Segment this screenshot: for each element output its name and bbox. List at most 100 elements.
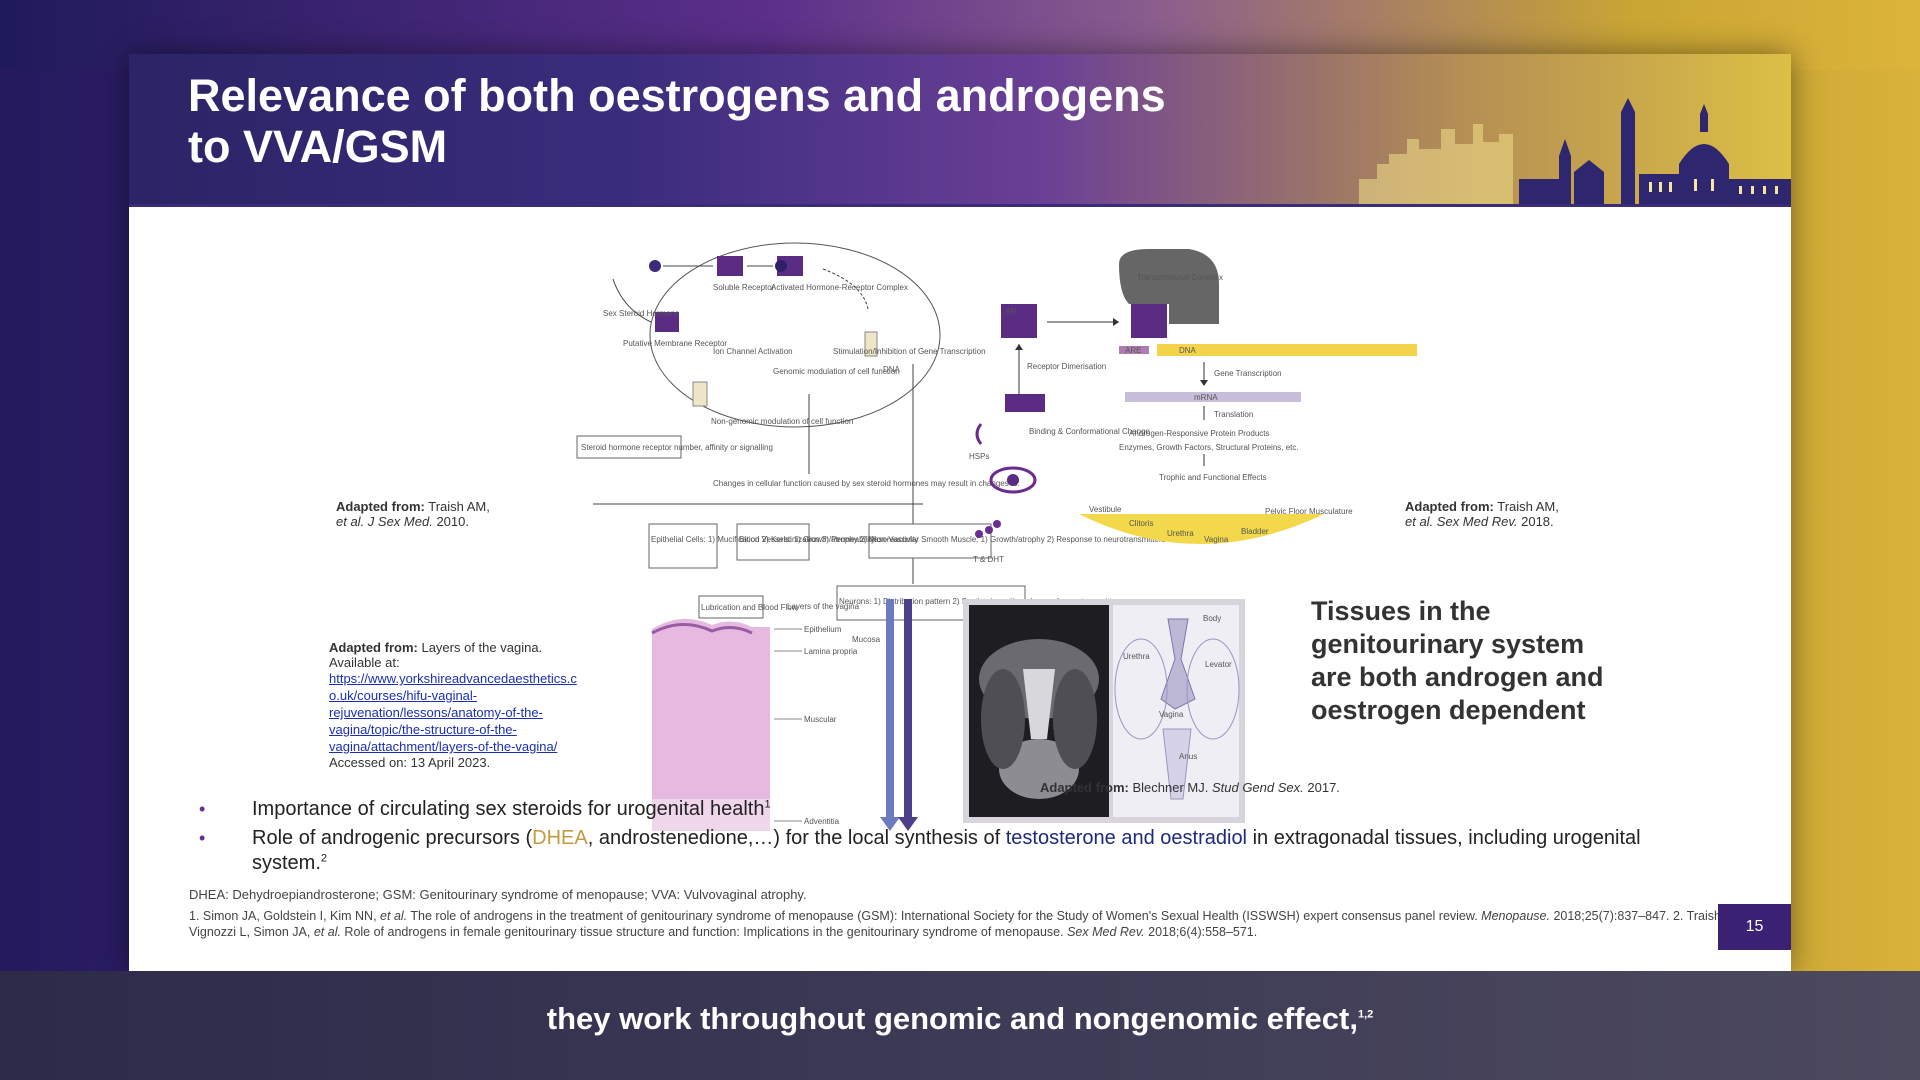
label-nongenomic: Non-genomic modulation of cell function bbox=[711, 417, 853, 426]
fig3-label-adventitia: Adventitia bbox=[804, 817, 840, 826]
slide-title-line1: Relevance of both oestrogens and androge… bbox=[188, 70, 1166, 121]
fig1-caption-line1: Traish AM, bbox=[428, 499, 490, 514]
fig1-caption-italic: et al. J Sex Med. bbox=[336, 514, 433, 529]
label-epithelial: Epithelial Cells: 1) Mucification 2) Ker… bbox=[651, 535, 875, 544]
fig3-link-line[interactable]: vagina/attachment/layers-of-the-vagina/ bbox=[329, 739, 558, 754]
label-clitoris: Clitoris bbox=[1129, 519, 1153, 528]
city-skyline-icon bbox=[1359, 98, 1791, 204]
page-number-badge: 15 bbox=[1718, 904, 1791, 950]
bullet2-pre: Role of androgenic precursors ( bbox=[252, 827, 533, 849]
ref1-journal: Menopause. bbox=[1481, 909, 1550, 923]
label-urethra: Urethra bbox=[1167, 529, 1194, 538]
bullet-item: • Importance of circulating sex steroids… bbox=[199, 797, 1649, 822]
ref1-post: 2018;25(7):837–847. 2. Traish AM, Vignoz… bbox=[189, 909, 1746, 939]
label-activated-complex: Activated Hormone-Receptor Complex bbox=[771, 283, 908, 292]
label-dna: DNA bbox=[883, 365, 901, 374]
label-are: ARE bbox=[1125, 346, 1141, 355]
bullet2-highlight: testosterone and oestradiol bbox=[1005, 827, 1248, 849]
figure4-caption: Adapted from: Blechner MJ. Stud Gend Sex… bbox=[1040, 780, 1440, 795]
label-binding: Binding & Conformational Change bbox=[1029, 427, 1151, 436]
label-smooth-muscle: Non-Vascular Smooth Muscle: 1) Growth/at… bbox=[871, 535, 1166, 544]
slide-header: Relevance of both oestrogens and androge… bbox=[129, 54, 1791, 207]
fig3-link-line[interactable]: vagina/topic/the-structure-of-the- bbox=[329, 722, 517, 737]
label-soluble-receptor: Soluble Receptor bbox=[713, 283, 775, 292]
subtitle-text: they work throughout genomic and nongeno… bbox=[546, 1001, 1358, 1036]
label-protein-products: Androgen-Responsive Protein Products bbox=[1129, 429, 1270, 438]
bullet2-mid: , androstenedione,…) for the local synth… bbox=[587, 827, 1006, 849]
label-gene-transcription: Gene Transcription bbox=[1214, 369, 1282, 378]
fig3-link-line[interactable]: https://www.yorkshireadvancedaesthetics.… bbox=[329, 671, 577, 686]
label-receptor-dimer: Receptor Dimerisation bbox=[1027, 362, 1106, 371]
label-vagina: Vagina bbox=[1204, 535, 1229, 544]
fig2-caption-line1: Traish AM, bbox=[1497, 499, 1559, 514]
figure3-caption: Adapted from: Layers of the vagina. Avai… bbox=[329, 640, 629, 770]
fig3-source-link[interactable]: https://www.yorkshireadvancedaesthetics.… bbox=[329, 670, 629, 755]
label-stimulation: Stimulation/Inhibition of Gene Transcrip… bbox=[833, 347, 986, 356]
ref2-post: 2018;6(4):558–571. bbox=[1144, 925, 1258, 939]
bullet2-dhea: DHEA bbox=[532, 827, 588, 849]
ref2-etal: et al. bbox=[313, 925, 341, 939]
fig3-title: Layers of the vagina bbox=[787, 602, 860, 611]
fig2-caption-bold: Adapted from: bbox=[1405, 499, 1494, 514]
bullet1-text: Importance of circulating sex steroids f… bbox=[252, 798, 765, 820]
presentation-slide: Relevance of both oestrogens and androge… bbox=[129, 54, 1791, 971]
fig1-caption-year: 2010. bbox=[436, 514, 469, 529]
fig3-link-line[interactable]: o.uk/courses/hifu-vaginal- bbox=[329, 688, 478, 703]
fig4-caption-author: Blechner MJ. bbox=[1132, 780, 1209, 795]
fig3-label-epithelium: Epithelium bbox=[804, 625, 842, 634]
label-lubrication: Lubrication and Blood Flow bbox=[701, 603, 798, 612]
label-mrna: mRNA bbox=[1194, 393, 1218, 402]
label-vestibule: Vestibule bbox=[1089, 505, 1122, 514]
bullet2-sup: 2 bbox=[320, 852, 328, 865]
fig4-label-body: Body bbox=[1203, 614, 1221, 623]
video-subtitle: they work throughout genomic and nongeno… bbox=[0, 1001, 1920, 1037]
fig2-caption-year: 2018. bbox=[1521, 514, 1554, 529]
figure1-caption: Adapted from: Traish AM, et al. J Sex Me… bbox=[336, 499, 536, 529]
fig3-label-muscular: Muscular bbox=[804, 715, 837, 724]
figure-androgen-receptor-pathway: Transcriptional Complex AR ARE DNA Recep… bbox=[969, 249, 1417, 564]
figure2-caption: Adapted from: Traish AM, et al. Sex Med … bbox=[1405, 499, 1605, 529]
tissues-statement: Tissues in the genitourinary system are … bbox=[1311, 596, 1604, 725]
ref1-pre: 1. Simon JA, Goldstein I, Kim NN, bbox=[189, 909, 381, 923]
fig3-caption-available: Available at: bbox=[329, 655, 400, 670]
label-putative-receptor: Putative Membrane Receptor bbox=[623, 339, 727, 348]
label-blood-vessels: Blood Vessels: 1) Growth/atrophy 2) Vaso… bbox=[739, 535, 919, 544]
figure-mri-anatomy: Body Urethra Levator Vagina Anus bbox=[963, 599, 1245, 823]
ref1-mid: The role of androgens in the treatment o… bbox=[407, 909, 1482, 923]
slide-title-line2: to VVA/GSM bbox=[188, 121, 448, 172]
references: 1. Simon JA, Goldstein I, Kim NN, et al.… bbox=[189, 908, 1751, 940]
label-sex-steroid: Sex Steroid Hormone bbox=[603, 309, 680, 318]
subtitle-sup: 1,2 bbox=[1357, 1008, 1374, 1021]
abbreviations: DHEA: Dehydroepiandrosterone; GSM: Genit… bbox=[189, 887, 807, 902]
fig3-link-line[interactable]: rejuvenation/lessons/anatomy-of-the- bbox=[329, 705, 543, 720]
bullet-dot: • bbox=[199, 828, 206, 848]
label-bladder: Bladder bbox=[1241, 527, 1269, 536]
label-protein-examples: Enzymes, Growth Factors, Structural Prot… bbox=[1119, 443, 1299, 452]
fig3-label-lamina: Lamina propria bbox=[804, 647, 858, 656]
fig4-caption-journal: Stud Gend Sex. bbox=[1211, 780, 1304, 795]
label-pelvic-floor: Pelvic Floor Musculature bbox=[1265, 507, 1353, 516]
label-ion-channel: Ion Channel Activation bbox=[713, 347, 793, 356]
fig2-caption-italic: et al. Sex Med Rev. bbox=[1405, 514, 1518, 529]
fig4-caption-year: 2017. bbox=[1307, 780, 1340, 795]
label-translation: Translation bbox=[1214, 410, 1253, 419]
label-ar-dimer: AR bbox=[1005, 307, 1016, 316]
label-hsps: HSPs bbox=[969, 452, 989, 461]
fig4-caption-bold: Adapted from: bbox=[1040, 780, 1129, 795]
bullet-list: • Importance of circulating sex steroids… bbox=[199, 797, 1649, 880]
fig3-label-mucosa: Mucosa bbox=[852, 635, 881, 644]
label-transcription-complex: Transcriptional Complex bbox=[1137, 273, 1223, 282]
label-changes: Changes in cellular function caused by s… bbox=[713, 479, 1020, 488]
ref2-mid: Role of androgens in female genitourinar… bbox=[340, 925, 1068, 939]
fig4-label-levator: Levator bbox=[1205, 660, 1232, 669]
figure-vaginal-layers: Layers of the vagina Epithelium Lamina p… bbox=[651, 599, 918, 831]
caption-bar bbox=[0, 971, 1920, 1080]
slide-title: Relevance of both oestrogens and androge… bbox=[188, 70, 1288, 172]
fig3-caption-bold: Adapted from: bbox=[329, 640, 418, 655]
ref2-journal: Sex Med Rev. bbox=[1067, 925, 1145, 939]
fig1-caption-bold: Adapted from: bbox=[336, 499, 425, 514]
label-steroid-receptor: Steroid hormone receptor number, affinit… bbox=[581, 443, 773, 452]
bullet-dot: • bbox=[199, 799, 206, 819]
label-trophic: Trophic and Functional Effects bbox=[1159, 473, 1267, 482]
fig3-accessed: Accessed on: 13 April 2023. bbox=[329, 755, 491, 770]
